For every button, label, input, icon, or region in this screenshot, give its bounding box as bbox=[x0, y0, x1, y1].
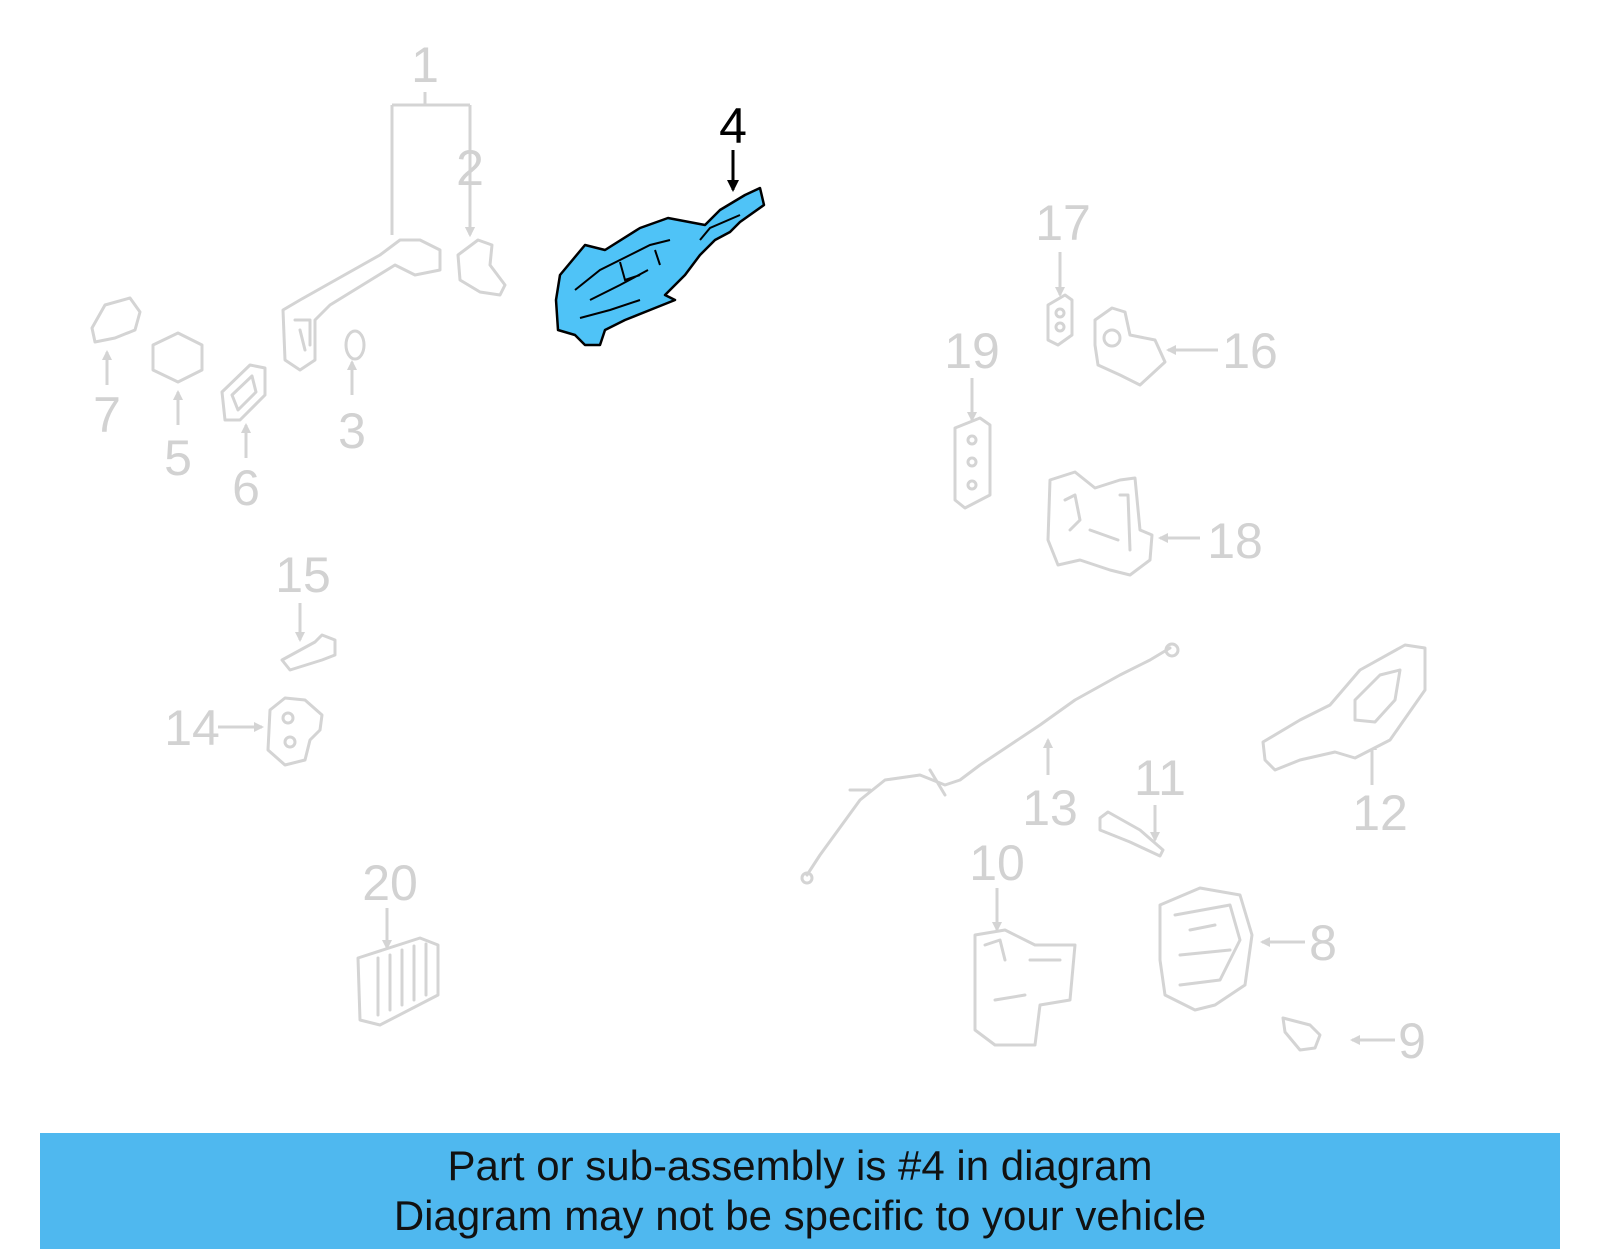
label-17: 17 bbox=[1035, 195, 1091, 251]
label-15: 15 bbox=[275, 547, 331, 603]
part-8-latch: 8 bbox=[1158, 886, 1337, 1012]
part-14-striker-plate: 14 bbox=[164, 696, 324, 767]
part-7-cover: 7 bbox=[90, 296, 142, 443]
part-6-gasket: 6 bbox=[220, 363, 267, 516]
part-10-bracket: 10 bbox=[969, 835, 1077, 1047]
label-6: 6 bbox=[232, 460, 260, 516]
part-1-outside-handle: 1 bbox=[281, 37, 470, 372]
part-2-clip: 2 bbox=[456, 140, 507, 297]
label-11: 11 bbox=[1134, 750, 1186, 806]
part-13-cable: 13 bbox=[800, 642, 1180, 885]
label-19: 19 bbox=[944, 323, 1000, 379]
label-10: 10 bbox=[969, 835, 1025, 891]
part-3-oring: 3 bbox=[338, 329, 366, 459]
label-3: 3 bbox=[338, 403, 366, 459]
label-7: 7 bbox=[93, 387, 121, 443]
part-11-switch: 11 bbox=[1098, 750, 1186, 858]
label-16: 16 bbox=[1222, 323, 1278, 379]
label-5: 5 bbox=[164, 430, 192, 486]
part-20-boot: 20 bbox=[356, 855, 440, 1027]
label-9: 9 bbox=[1398, 1013, 1426, 1069]
part-9-bolt: 9 bbox=[1281, 1013, 1426, 1069]
label-1: 1 bbox=[411, 37, 439, 93]
banner-line-disclaimer: Diagram may not be specific to your vehi… bbox=[393, 1192, 1207, 1239]
info-banner: Part or sub-assembly is #4 in diagram Di… bbox=[40, 1133, 1560, 1249]
part-16-hinge: 16 bbox=[1093, 306, 1278, 387]
part-18-hinge: 18 bbox=[1046, 470, 1263, 577]
label-2: 2 bbox=[456, 140, 484, 196]
label-12: 12 bbox=[1352, 785, 1408, 841]
part-17-plate: 17 bbox=[1035, 195, 1091, 347]
label-14: 14 bbox=[164, 700, 220, 756]
part-19-plate: 19 bbox=[944, 323, 1000, 510]
part-15-screw: 15 bbox=[275, 547, 337, 672]
banner-line-part-number: Part or sub-assembly is #4 in diagram bbox=[447, 1142, 1153, 1189]
part-4-handle-bracket: 4 bbox=[554, 98, 766, 347]
label-8: 8 bbox=[1309, 915, 1337, 971]
label-13: 13 bbox=[1022, 780, 1078, 836]
label-18: 18 bbox=[1207, 513, 1263, 569]
label-20: 20 bbox=[362, 855, 418, 911]
part-12-inside-handle: 12 bbox=[1261, 643, 1427, 841]
label-4: 4 bbox=[719, 98, 747, 154]
part-5-cap: 5 bbox=[151, 331, 204, 486]
